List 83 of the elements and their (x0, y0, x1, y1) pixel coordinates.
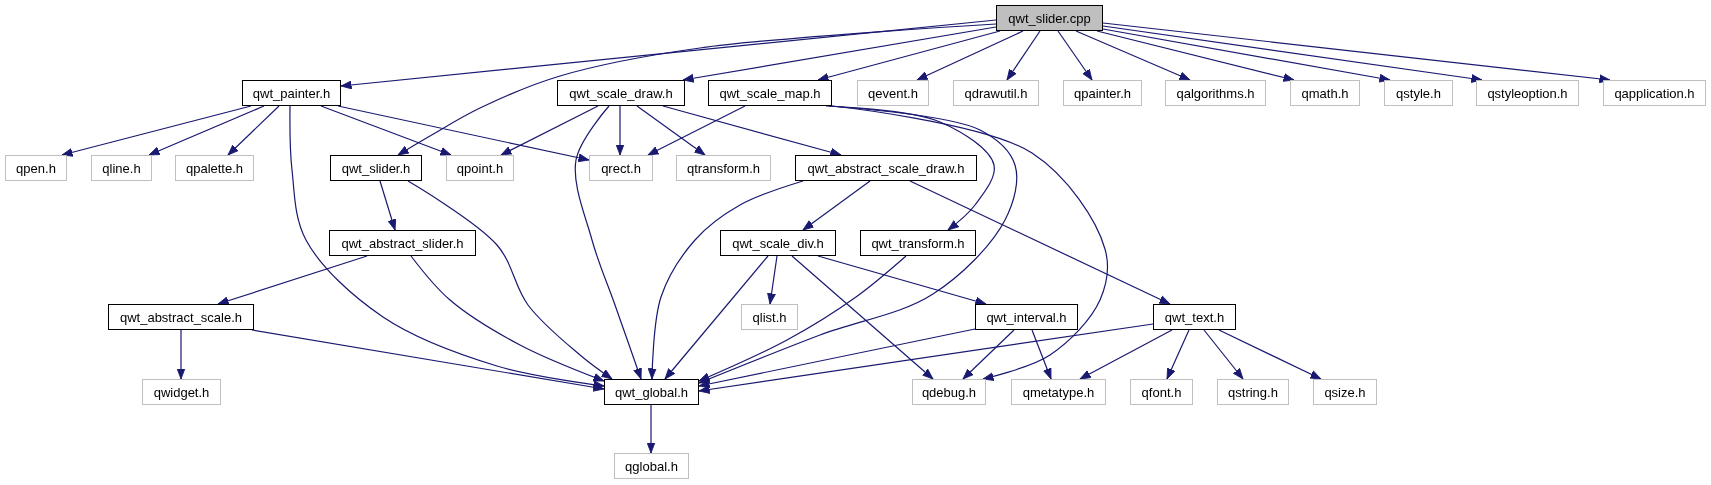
dependency-arrow (1102, 25, 1483, 83)
header-file-node: qwt_abstract_scale_draw.h (795, 155, 977, 181)
external-header-node: qpalette.h (175, 155, 254, 181)
external-header-node: qfont.h (1130, 379, 1193, 405)
external-header-node: qmetatype.h (1011, 379, 1106, 405)
external-header-node: qwidget.h (142, 379, 221, 405)
dependency-arrow (1102, 28, 1391, 83)
dependency-arrow (340, 19, 997, 90)
external-header-node: qstring.h (1217, 379, 1289, 405)
dependency-arrow (574, 105, 642, 380)
dependency-arrow (698, 328, 976, 389)
dependency-arrow (909, 180, 1171, 305)
dependency-arrow (615, 105, 625, 156)
external-header-node: qlist.h (741, 304, 798, 330)
dependency-arrow (647, 180, 804, 380)
external-header-node: qsize.h (1313, 379, 1377, 405)
dependency-arrow (791, 255, 934, 380)
dependency-arrow (1166, 329, 1190, 380)
external-header-node: qline.h (91, 155, 152, 181)
dependency-arrow (802, 180, 871, 231)
dependency-arrow (916, 30, 1024, 81)
dependency-arrow (647, 105, 746, 156)
dependency-arrow (407, 180, 613, 380)
dependency-arrow (962, 329, 1015, 380)
dependency-arrow (817, 255, 987, 306)
dependency-arrow (1079, 329, 1173, 380)
external-header-node: qtransform.h (676, 155, 771, 181)
header-file-node: qwt_transform.h (860, 230, 976, 256)
external-header-node: qstyleoption.h (1476, 80, 1579, 106)
external-header-node: qpainter.h (1063, 80, 1142, 106)
header-file-node: qwt_abstract_slider.h (329, 230, 476, 256)
header-file-node: qwt_text.h (1153, 304, 1236, 330)
dependency-arrow (227, 105, 280, 156)
dependency-arrow (1075, 30, 1191, 81)
dependency-arrow (698, 105, 1018, 384)
dependency-arrow (320, 105, 452, 156)
external-header-node: qapplication.h (1603, 80, 1706, 106)
dependency-arrow (817, 30, 1001, 82)
dependency-arrow (831, 105, 1109, 381)
dependency-arrow (251, 329, 605, 392)
external-header-node: qpen.h (5, 155, 67, 181)
header-file-node: qwt_slider.h (330, 155, 422, 181)
dependency-arrow (1031, 329, 1052, 380)
dependency-arrow (636, 105, 706, 156)
header-file-node: qwt_scale_map.h (708, 80, 832, 106)
dependency-arrow (61, 105, 252, 157)
external-header-node: qmath.h (1290, 80, 1360, 106)
dependency-arrow (1218, 329, 1322, 380)
header-file-node: qwt_abstract_scale.h (108, 304, 254, 330)
dependency-arrow (337, 105, 590, 163)
header-file-node: qwt_global.h (604, 379, 699, 405)
header-file-node: qwt_scale_draw.h (557, 80, 685, 106)
dependency-arrow (1006, 30, 1041, 81)
external-header-node: qglobal.h (614, 453, 689, 479)
external-header-node: qalgorithms.h (1165, 80, 1266, 106)
dependency-arrow (698, 255, 907, 382)
header-file-node: qwt_interval.h (975, 304, 1078, 330)
dependency-arrow (1096, 30, 1295, 82)
dependency-arrow (682, 26, 997, 83)
dependency-arrow (1203, 329, 1244, 380)
dependency-arrow (289, 105, 605, 389)
source-file-node: qwt_slider.cpp (996, 5, 1103, 31)
external-header-node: qpoint.h (446, 155, 514, 181)
dependency-arrow (767, 255, 778, 305)
dependency-arrow (217, 255, 368, 305)
dependency-arrow (664, 255, 769, 380)
external-header-node: qdebug.h (912, 379, 986, 405)
dependency-arrow (1102, 22, 1611, 84)
header-file-node: qwt_painter.h (242, 80, 341, 106)
dependency-arrow (1057, 30, 1093, 81)
external-header-node: qdrawutil.h (953, 80, 1039, 106)
external-header-node: qrect.h (589, 155, 653, 181)
dependency-arrow (698, 323, 1154, 394)
dependency-arrow (379, 180, 397, 231)
dependency-arrow (410, 255, 605, 382)
dependency-arrow (148, 105, 265, 156)
external-header-node: qstyle.h (1384, 80, 1453, 106)
dependency-arrow (646, 404, 656, 454)
dependency-arrow (397, 23, 997, 156)
dependency-arrow (500, 105, 599, 156)
header-file-node: qwt_scale_div.h (720, 230, 836, 256)
dependency-arrow (662, 105, 842, 157)
external-header-node: qevent.h (857, 80, 929, 106)
